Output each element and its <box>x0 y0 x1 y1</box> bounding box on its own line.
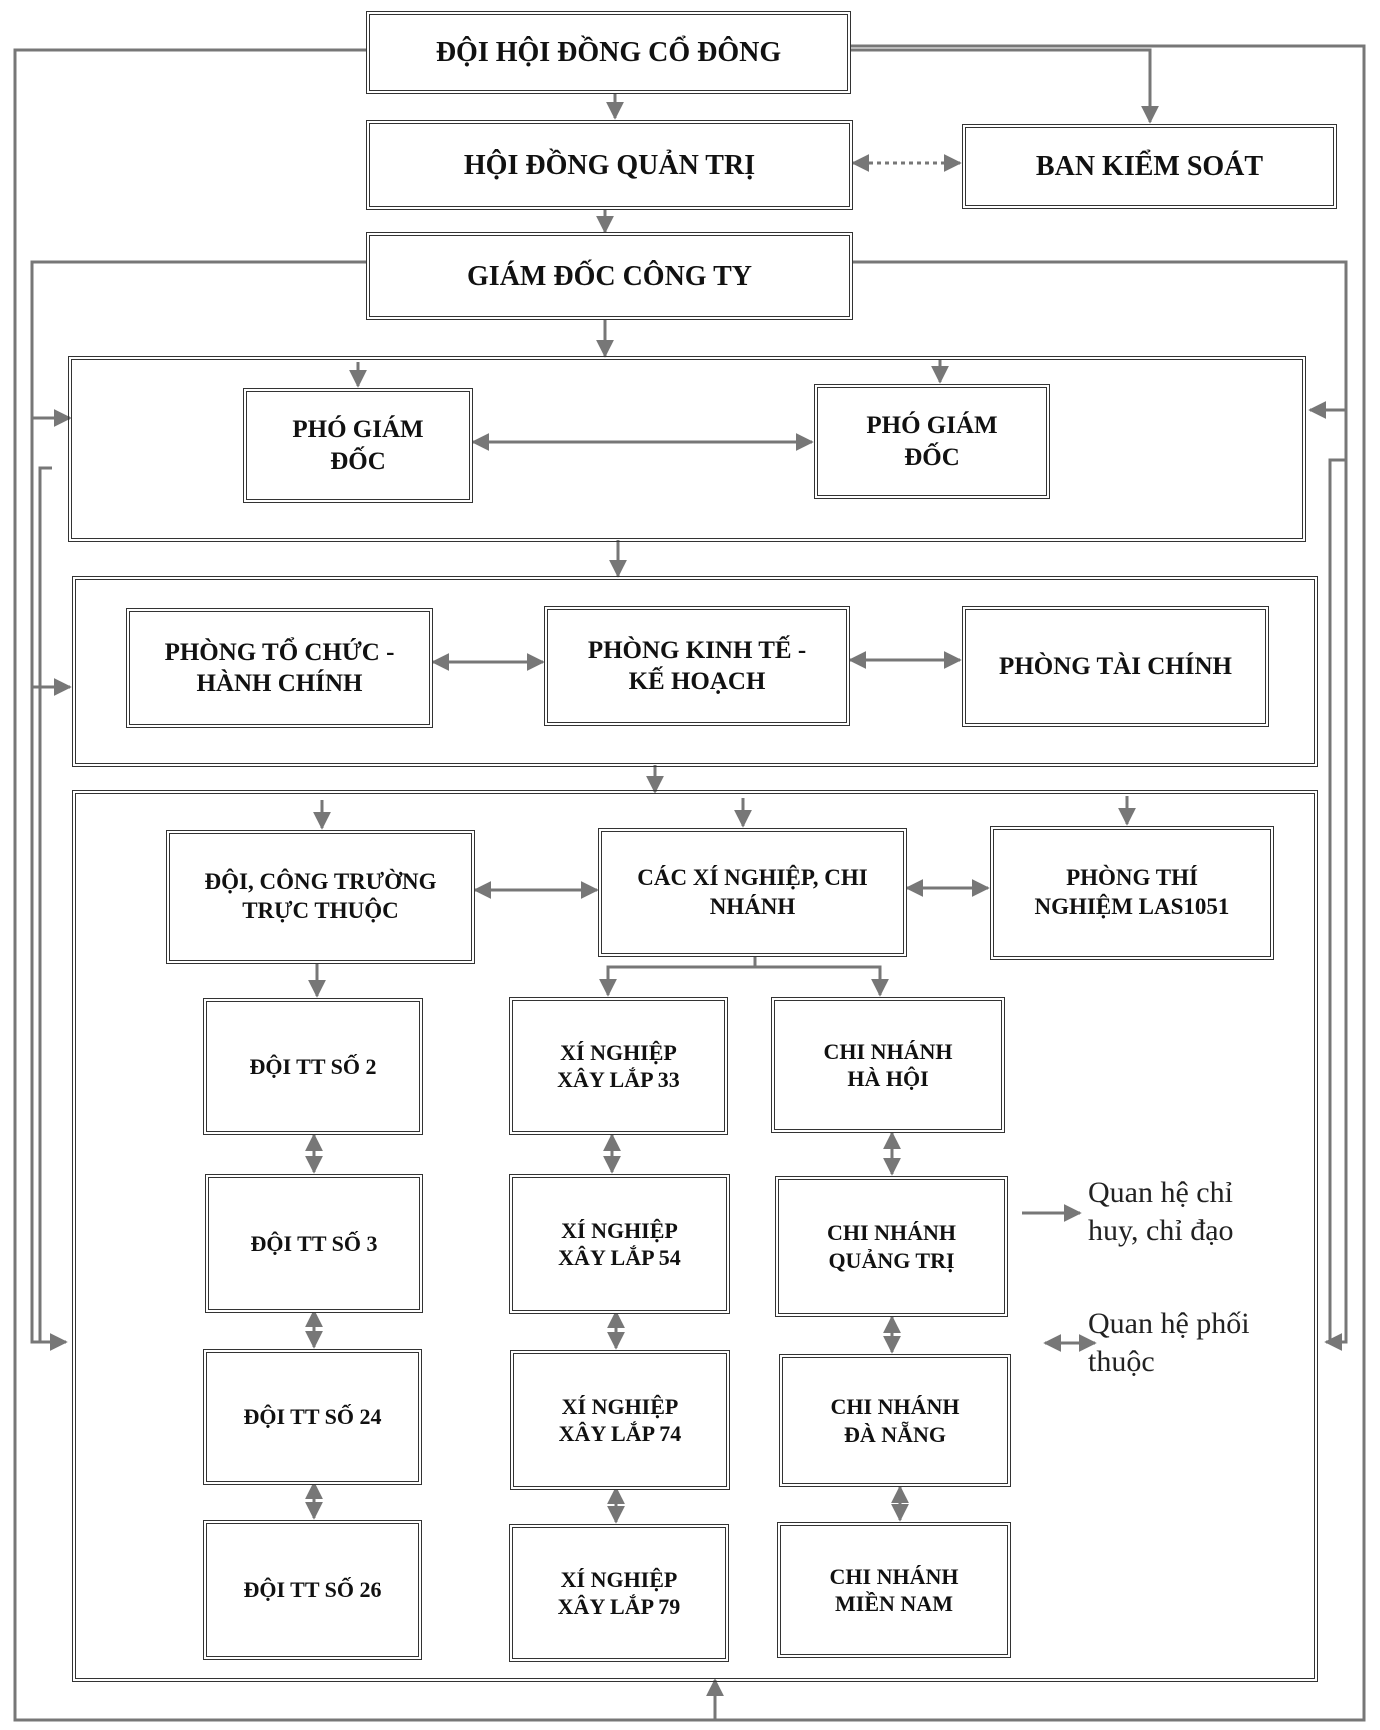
lab-label: PHÒNG THÍ NGHIỆM LAS1051 <box>1034 865 1230 919</box>
department-frame <box>72 576 1318 767</box>
right-director-line <box>853 260 1348 1351</box>
dept-planning-label: PHÒNG KINH TẾ - KẾ HOẠCH <box>587 636 807 695</box>
legend-command-text: Quan hệ chỉ huy, chỉ đạo <box>1088 1176 1234 1247</box>
vice-director-1-label: PHÓ GIÁM ĐỐC <box>292 416 424 475</box>
team-3-label: ĐỘI TT SỐ 3 <box>250 1230 378 1256</box>
team-24-label: ĐỘI TT SỐ 24 <box>243 1404 382 1430</box>
teams-label: ĐỘI, CÔNG TRƯỜNG TRỰC THUỘC <box>204 869 437 923</box>
vice-director-box-1: PHÓ GIÁM ĐỐC <box>243 388 473 503</box>
branch-quangtri-box: CHI NHÁNH QUẢNG TRỊ <box>775 1176 1008 1317</box>
vice-director-frame <box>68 356 1306 542</box>
arrow-enterprises-ent33 <box>599 955 757 997</box>
left-director-line <box>30 260 366 1351</box>
team-24-box: ĐỘI TT SỐ 24 <box>203 1349 422 1485</box>
teams-box: ĐỘI, CÔNG TRƯỜNG TRỰC THUỘC <box>166 830 475 964</box>
branch-quangtri-label: CHI NHÁNH QUẢNG TRỊ <box>827 1220 956 1273</box>
units-frame <box>72 790 1318 1682</box>
board-box: HỘI ĐỒNG QUẢN TRỊ <box>366 120 853 210</box>
team-2-label: ĐỘI TT SỐ 2 <box>249 1053 377 1079</box>
director-box: GIÁM ĐỐC CÔNG TY <box>366 232 853 320</box>
director-label: GIÁM ĐỐC CÔNG TY <box>467 260 752 292</box>
enterprise-33-box: XÍ NGHIỆP XÂY LẮP 33 <box>509 997 728 1135</box>
dept-planning-box: PHÒNG KINH TẾ - KẾ HOẠCH <box>544 606 850 726</box>
legend-coordination-text: Quan hệ phối thuộc <box>1088 1307 1250 1378</box>
right-inner-line <box>1328 458 1346 1342</box>
arrow-shareholders-supervisory <box>851 48 1159 124</box>
dept-finance-box: PHÒNG TÀI CHÍNH <box>962 606 1269 727</box>
left-inner-line <box>38 466 52 1342</box>
supervisory-label: BAN KIỂM SOÁT <box>1035 151 1264 182</box>
branch-miennam-label: CHI NHÁNH MIỀN NAM <box>829 1563 959 1617</box>
enterprises-label: CÁC XÍ NGHIỆP, CHI NHÁNH <box>637 864 868 919</box>
branch-hahoi-label: CHI NHÁNH HÀ HỘI <box>823 1038 953 1092</box>
arrow-enterprises-hahoi <box>755 965 889 997</box>
enterprise-79-label: XÍ NGHIỆP XÂY LẮP 79 <box>557 1566 681 1620</box>
team-26-label: ĐỘI TT SỐ 26 <box>243 1577 382 1603</box>
shareholders-box: ĐỘI HỘI ĐỒNG CỔ ĐÔNG <box>366 11 851 94</box>
enterprise-54-box: XÍ NGHIỆP XÂY LẮP 54 <box>509 1174 730 1314</box>
branch-hahoi-box: CHI NHÁNH HÀ HỘI <box>771 997 1005 1133</box>
dept-finance-label: PHÒNG TÀI CHÍNH <box>999 652 1232 680</box>
enterprise-33-label: XÍ NGHIỆP XÂY LẮP 33 <box>557 1039 680 1093</box>
branch-danang-label: CHI NHÁNH ĐÀ NẴNG <box>830 1394 960 1447</box>
enterprises-box: CÁC XÍ NGHIỆP, CHI NHÁNH <box>598 828 907 957</box>
dept-admin-box: PHÒNG TỔ CHỨC - HÀNH CHÍNH <box>126 608 433 728</box>
team-3-box: ĐỘI TT SỐ 3 <box>205 1174 423 1313</box>
enterprise-79-box: XÍ NGHIỆP XÂY LẮP 79 <box>509 1524 729 1662</box>
vice-director-2-label: PHÓ GIÁM ĐỐC <box>866 412 998 471</box>
dept-admin-label: PHÒNG TỔ CHỨC - HÀNH CHÍNH <box>164 638 395 697</box>
enterprise-54-label: XÍ NGHIỆP XÂY LẮP 54 <box>558 1217 681 1271</box>
lab-box: PHÒNG THÍ NGHIỆM LAS1051 <box>990 826 1274 960</box>
vice-director-box-2: PHÓ GIÁM ĐỐC <box>814 384 1050 499</box>
board-label: HỘI ĐỒNG QUẢN TRỊ <box>463 149 756 181</box>
branch-miennam-box: CHI NHÁNH MIỀN NAM <box>777 1522 1011 1658</box>
branch-danang-box: CHI NHÁNH ĐÀ NẴNG <box>779 1354 1011 1487</box>
team-2-box: ĐỘI TT SỐ 2 <box>203 998 423 1135</box>
enterprise-74-label: XÍ NGHIỆP XÂY LẮP 74 <box>558 1393 682 1447</box>
right-outer-loop <box>715 44 1366 1722</box>
shareholders-label: ĐỘI HỘI ĐỒNG CỔ ĐÔNG <box>435 37 782 68</box>
enterprise-74-box: XÍ NGHIỆP XÂY LẮP 74 <box>510 1350 730 1490</box>
left-outer-loop <box>13 48 724 1722</box>
team-26-box: ĐỘI TT SỐ 26 <box>203 1520 422 1660</box>
supervisory-box: BAN KIỂM SOÁT <box>962 124 1337 209</box>
